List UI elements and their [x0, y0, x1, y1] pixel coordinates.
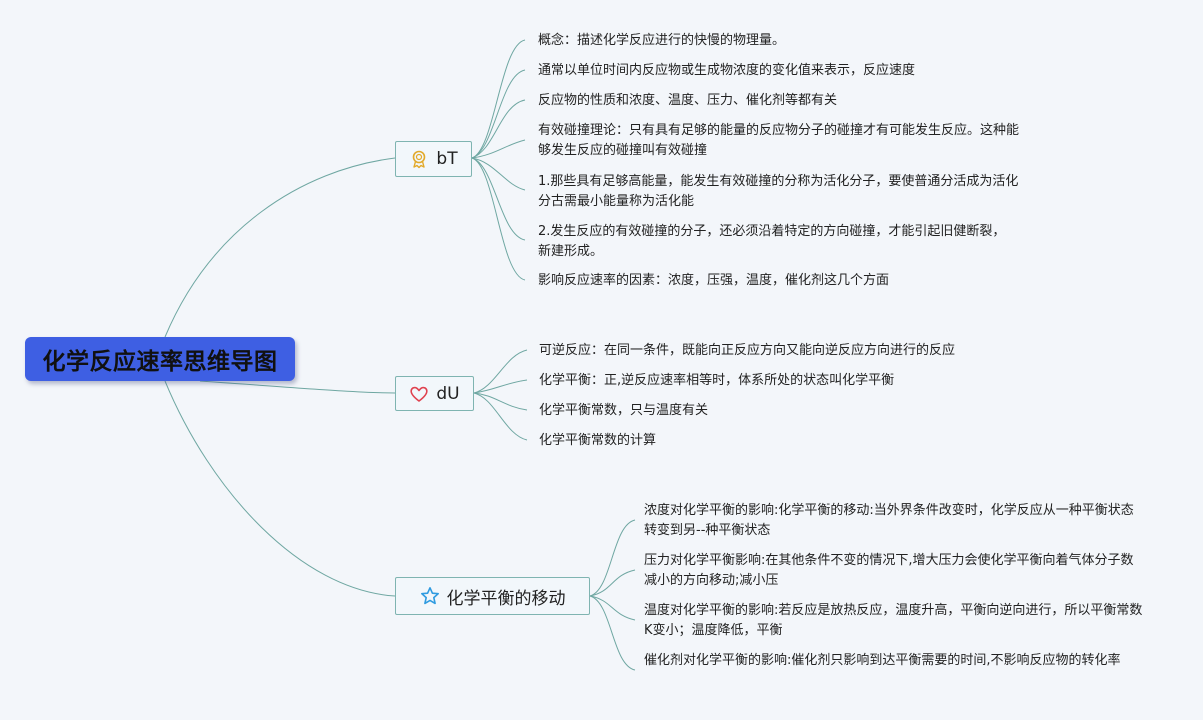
connector-b2-leaf-3: [473, 392, 528, 411]
connector-b3-leaf-3: [589, 595, 636, 621]
leaf-b3-2[interactable]: 压力对化学平衡影响:在其他条件不变的情况下,增大压力会使化学平衡向着气体分子数减…: [644, 553, 1134, 588]
connector-b1-leaf-2: [471, 69, 526, 159]
root-topic-label: 化学反应速率思维导图: [42, 349, 278, 375]
branch-topic-3-label: 化学平衡的移动: [446, 588, 566, 609]
leaf-b3-1[interactable]: 浓度对化学平衡的影响:化学平衡的移动:当外界条件改变时，化学反应从一种平衡状态转…: [644, 503, 1134, 538]
heart-icon: [409, 384, 429, 404]
leaf-b1-6[interactable]: 2.发生反应的有效碰撞的分子，还必须沿着特定的方向碰撞，才能引起旧健断裂，新建形…: [538, 224, 1006, 259]
connector-root-branch-3: [164, 380, 396, 597]
leaf-b3-3[interactable]: 温度对化学平衡的影响:若反应是放热反应，温度升高，平衡向逆向进行，所以平衡常数K…: [644, 603, 1143, 638]
leaf-b1-1[interactable]: 概念：描述化学反应进行的快慢的物理量。: [538, 33, 786, 48]
connector-root-branch-1: [164, 157, 396, 338]
connector-b1-leaf-3: [471, 99, 526, 159]
leaf-b2-4[interactable]: 化学平衡常数的计算: [539, 433, 657, 448]
leaf-b3-4[interactable]: 催化剂对化学平衡的影响:催化剂只影响到达平衡需要的时间,不影响反应物的转化率: [644, 653, 1121, 668]
connector-b3-leaf-4: [589, 595, 636, 671]
leaf-b2-2[interactable]: 化学平衡：正,逆反应速率相等时，体系所处的状态叫化学平衡: [539, 373, 895, 388]
connector-b1-leaf-4: [471, 139, 526, 159]
connector-b1-leaf-5: [471, 157, 526, 191]
branch-topic-1-label: bT: [436, 149, 458, 169]
leaf-b2-1[interactable]: 可逆反应：在同一条件，既能向正反应方向又能向逆反应方向进行的反应: [539, 343, 956, 358]
leaf-b2-3[interactable]: 化学平衡常数，只与温度有关: [539, 403, 709, 418]
branch-topic-2[interactable]: dU: [395, 376, 474, 411]
award-ribbon-icon: [409, 149, 429, 169]
branch-topic-3[interactable]: 化学平衡的移动: [395, 577, 590, 615]
connector-b2-leaf-1: [473, 349, 528, 394]
connector-b3-leaf-1: [589, 519, 636, 597]
branch-topic-2-label: dU: [436, 383, 460, 404]
connector-b2-leaf-2: [473, 379, 528, 394]
leaf-b1-4[interactable]: 有效碰撞理论：只有具有足够的能量的反应物分子的碰撞才有可能发生反应。这种能够发生…: [538, 123, 1020, 158]
connector-b3-leaf-2: [589, 569, 636, 597]
leaf-b1-7[interactable]: 影响反应速率的因素：浓度，压强，温度，催化剂这几个方面: [538, 273, 890, 288]
branch-topic-1[interactable]: bT: [395, 141, 472, 177]
connector-root-branch-2: [199, 380, 396, 394]
leaf-b1-5[interactable]: 1.那些具有足够高能量，能发生有效碰撞的分称为活化分子，要使普通分活成为活化分古…: [538, 174, 1019, 209]
connector-b2-leaf-4: [473, 392, 528, 441]
leaf-b1-3[interactable]: 反应物的性质和浓度、温度、压力、催化剂等都有关: [538, 93, 838, 108]
connector-b1-leaf-6: [471, 157, 526, 241]
leaf-b1-2[interactable]: 通常以单位时间内反应物或生成物浓度的变化值来表示，反应速度: [538, 63, 916, 78]
connector-b1-leaf-7: [471, 157, 526, 281]
connector-b1-leaf-1: [471, 39, 526, 159]
star-icon: [420, 586, 440, 606]
root-topic[interactable]: 化学反应速率思维导图: [25, 337, 295, 381]
